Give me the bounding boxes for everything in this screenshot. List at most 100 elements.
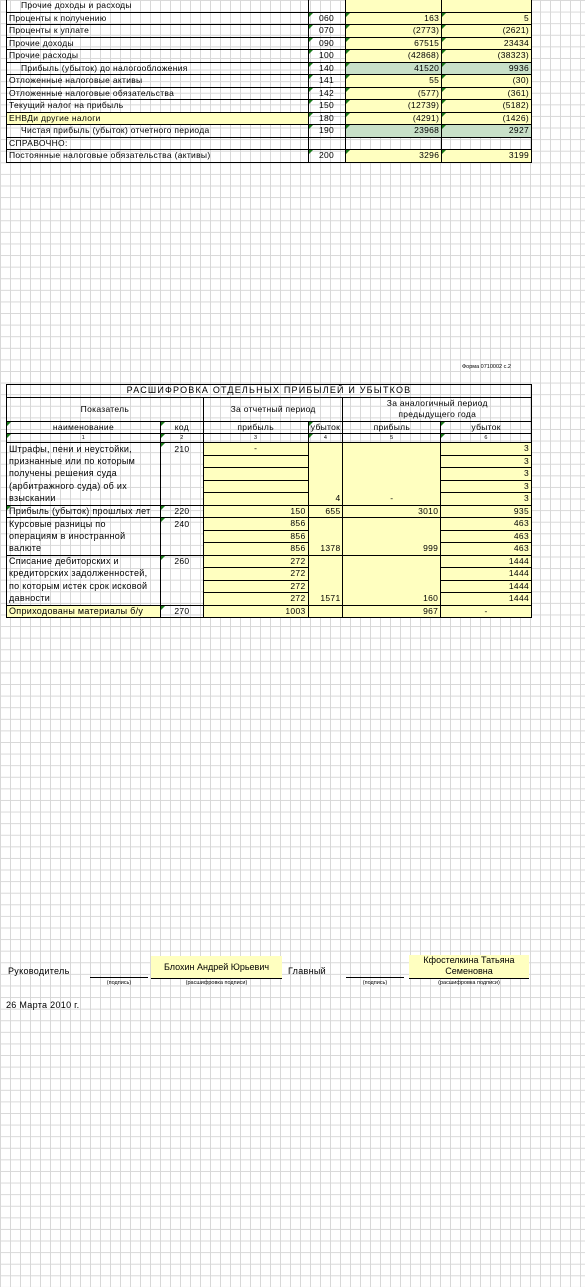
row-code: 142 xyxy=(307,87,346,100)
breakdown-profit: 150 xyxy=(202,504,309,518)
row-current xyxy=(344,0,443,13)
breakdown-profit: 272 xyxy=(202,567,309,581)
form-note: Форма 0710002 с.2 xyxy=(462,364,511,370)
breakdown-row: Штрафы, пени и неустойки,210-3 xyxy=(6,442,532,456)
breakdown-loss: 1378 xyxy=(307,542,344,556)
breakdown-title: РАСШИФРОВКА ОТДЕЛЬНЫХ ПРИБЫЛЕЙ И УБЫТКОВ xyxy=(6,384,532,398)
breakdown-profit: 856 xyxy=(202,530,309,543)
breakdown-loss-prev: 3 xyxy=(440,455,532,468)
breakdown-code: 240 xyxy=(159,517,204,530)
breakdown-profit-prev: 160 xyxy=(342,592,442,606)
row-current: 41520 xyxy=(344,62,443,75)
breakdown-profit-prev xyxy=(342,567,442,580)
breakdown-code: 260 xyxy=(159,554,204,568)
header-code: код xyxy=(159,420,204,434)
breakdown-loss xyxy=(307,567,344,580)
breakdown-loss xyxy=(307,467,344,480)
breakdown-loss-prev: 1444 xyxy=(440,580,532,593)
breakdown-profit: - xyxy=(202,442,309,456)
row-current: 3296 xyxy=(344,149,443,163)
row-code xyxy=(307,137,346,150)
breakdown-profit xyxy=(202,492,309,506)
row-current: (4291) xyxy=(344,112,443,125)
breakdown-code xyxy=(159,480,204,493)
header-loss-prev: убыток xyxy=(440,420,532,434)
row-code: 090 xyxy=(307,37,346,50)
breakdown-loss xyxy=(307,554,344,568)
chief-label: Главный xyxy=(288,966,326,976)
row-name: Чистая прибыль (убыток) отчетного период… xyxy=(6,124,309,138)
row-code: 070 xyxy=(307,24,346,38)
breakdown-loss-prev: 3 xyxy=(440,492,532,506)
breakdown-loss xyxy=(307,530,344,543)
breakdown-loss xyxy=(307,442,344,455)
row-code: 140 xyxy=(307,62,346,75)
breakdown-loss xyxy=(307,604,344,618)
breakdown-loss xyxy=(307,455,344,468)
header-indicator: Показатель xyxy=(6,396,204,422)
breakdown-profit xyxy=(202,455,309,468)
row-previous: (361) xyxy=(441,87,532,100)
breakdown-profit-prev: 3010 xyxy=(342,504,442,518)
row-current: (2773) xyxy=(344,24,443,38)
breakdown-code xyxy=(159,542,204,556)
row-previous xyxy=(441,0,532,13)
breakdown-code xyxy=(159,492,204,506)
breakdown-profit-prev xyxy=(342,467,442,480)
breakdown-profit: 272 xyxy=(202,554,309,568)
breakdown-loss: 655 xyxy=(307,504,344,518)
breakdown-code xyxy=(159,567,204,580)
statement-row: Прочие доходы и расходы xyxy=(6,0,532,13)
chief-signature-caption: (подпись) xyxy=(362,980,388,986)
chief-name: Кфостелкина Татьяна Семеновна xyxy=(409,955,529,979)
breakdown-loss: 1571 xyxy=(307,592,344,606)
header-profit: прибыль xyxy=(202,420,309,434)
breakdown-code xyxy=(159,530,204,543)
row-code: 100 xyxy=(307,49,346,63)
breakdown-name-line: взыскании xyxy=(6,492,161,506)
breakdown-profit-prev: 967 xyxy=(342,604,442,618)
breakdown-loss-prev: 1444 xyxy=(440,592,532,606)
head-name: Блохин Андрей Юрьевич xyxy=(151,956,282,979)
row-name: Отложенные налоговые активы xyxy=(6,74,309,88)
breakdown-profit: 1003 xyxy=(202,604,309,618)
breakdown-loss-prev: 935 xyxy=(440,504,532,518)
colnum-1: 1 xyxy=(6,433,161,443)
row-code: 190 xyxy=(307,124,346,138)
row-previous: 3199 xyxy=(441,149,532,163)
row-previous: (30) xyxy=(441,74,532,88)
row-previous: 9936 xyxy=(441,62,532,75)
colnum-2: 2 xyxy=(159,433,204,443)
row-current: 67515 xyxy=(344,37,443,50)
statement-row: Чистая прибыль (убыток) отчетного период… xyxy=(6,124,532,138)
statement-row: СПРАВОЧНО: xyxy=(6,137,532,150)
breakdown-loss-prev: 463 xyxy=(440,530,532,543)
breakdown-name-line: операциям в иностранной xyxy=(6,530,161,543)
row-current: (42868) xyxy=(344,49,443,63)
row-code: 180 xyxy=(307,112,346,125)
header-current-period: За отчетный период xyxy=(202,396,344,422)
header-loss: убыток xyxy=(307,420,344,434)
breakdown-code xyxy=(159,467,204,480)
row-name: Отложенные налоговые обязательства xyxy=(6,87,309,100)
header-profit-prev: прибыль xyxy=(342,420,442,434)
statement-row: Постоянные налоговые обязательства (акти… xyxy=(6,149,532,163)
row-current xyxy=(344,137,443,150)
breakdown-code: 210 xyxy=(159,442,204,455)
row-name: Прочие доходы xyxy=(6,37,309,50)
breakdown-profit-prev xyxy=(342,455,442,468)
